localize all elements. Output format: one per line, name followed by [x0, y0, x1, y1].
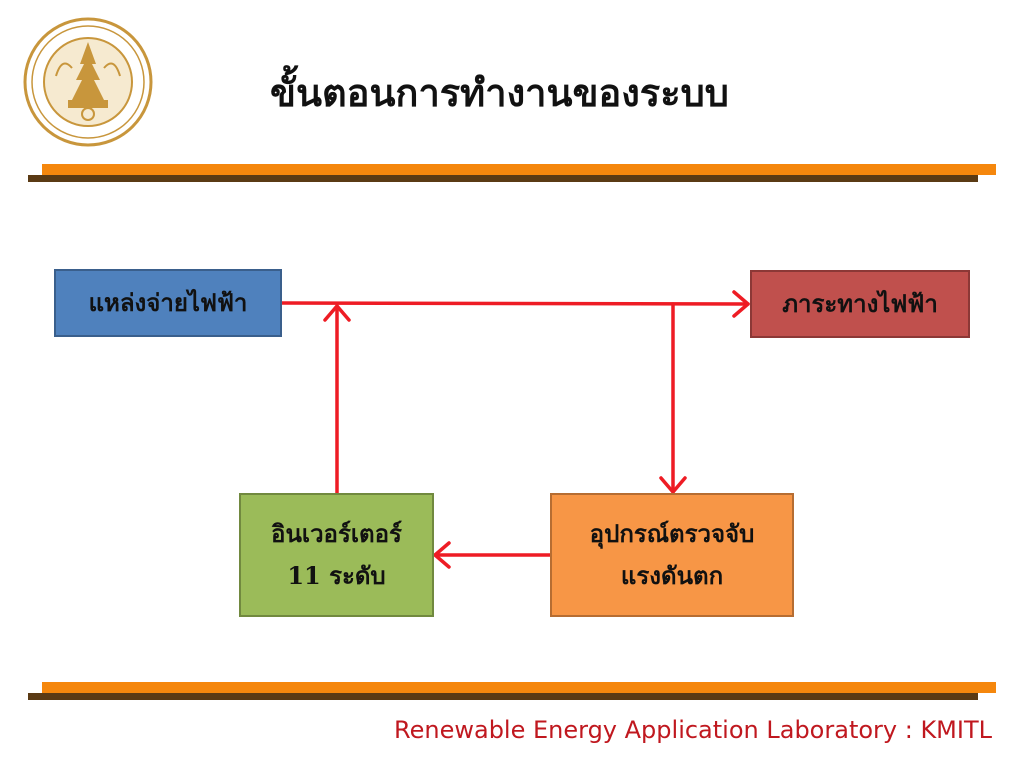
node-voltage-sag-detector: อุปกรณ์ตรวจจับ แรงดันตก: [550, 493, 794, 617]
node-power-source-label: แหล่งจ่ายไฟฟ้า: [88, 288, 248, 317]
arrowhead-source-line: [323, 304, 351, 322]
bottom-orange-bar: [42, 682, 996, 693]
node-power-source: แหล่งจ่ายไฟฟ้า: [54, 269, 282, 337]
node-electrical-load: ภาระทางไฟฟ้า: [750, 270, 970, 338]
node-electrical-load-label: ภาระทางไฟฟ้า: [782, 289, 938, 318]
footer-lab-name: Renewable Energy Application Laboratory …: [394, 716, 992, 744]
university-seal-logo: [23, 17, 153, 147]
node-inverter-line-1: อินเวอร์เตอร์: [271, 519, 402, 548]
arrowhead-detector: [659, 476, 687, 494]
node-inverter-line-2: 11 ระดับ: [287, 561, 386, 590]
slide-title: ขั้นตอนการทำงานของระบบ: [270, 70, 729, 115]
arrow-source-to-load: [280, 301, 750, 306]
node-detector-line-1: อุปกรณ์ตรวจจับ: [589, 519, 755, 548]
bottom-brown-bar: [28, 693, 978, 700]
top-brown-bar: [28, 175, 978, 182]
arrowhead-inverter: [433, 541, 451, 569]
top-orange-bar: [42, 164, 996, 175]
node-detector-line-2: แรงดันตก: [620, 561, 724, 590]
arrowhead-load: [732, 290, 750, 318]
node-inverter: อินเวอร์เตอร์ 11 ระดับ: [239, 493, 434, 617]
